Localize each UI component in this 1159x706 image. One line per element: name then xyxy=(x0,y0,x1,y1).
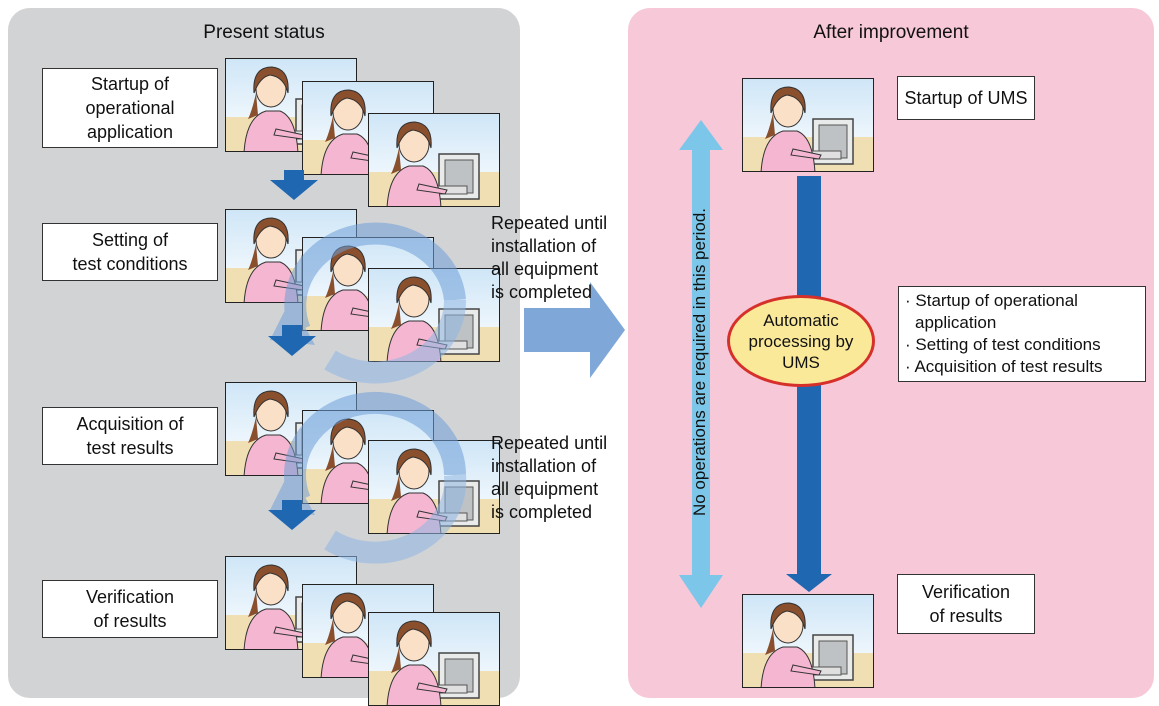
repeat-note-1: Repeated until installation of all equip… xyxy=(491,213,608,302)
list-item: · Startup of operational application xyxy=(905,291,1078,332)
step-startup-callout: Startup of operational application xyxy=(42,68,218,148)
automatic-processing-ellipse: Automatic processing by UMS xyxy=(727,295,875,387)
operator-illustration xyxy=(742,594,874,688)
ums-startup-callout: Startup of UMS xyxy=(897,76,1035,120)
operator-illustration xyxy=(368,440,500,534)
step-setting-callout: Setting of test conditions xyxy=(42,223,218,281)
present-status-title: Present status xyxy=(203,22,325,43)
operator-illustration xyxy=(742,78,874,172)
operator-illustration xyxy=(368,268,500,362)
no-operations-note: No operations are required in this perio… xyxy=(690,207,709,517)
list-item: · Acquisition of test results xyxy=(905,357,1103,376)
repeat-note-2: Repeated until installation of all equip… xyxy=(491,433,608,522)
operator-illustration xyxy=(368,113,500,207)
operator-illustration xyxy=(368,612,500,706)
step-acquisition-callout: Acquisition of test results xyxy=(42,407,218,465)
step-verification-callout: Verification of results xyxy=(42,580,218,638)
after-improvement-title: After improvement xyxy=(813,22,969,43)
list-item: · Setting of test conditions xyxy=(905,335,1101,354)
ums-verification-callout: Verification of results xyxy=(897,574,1035,634)
automatic-processing-list: · Startup of operational application · S… xyxy=(898,286,1146,382)
